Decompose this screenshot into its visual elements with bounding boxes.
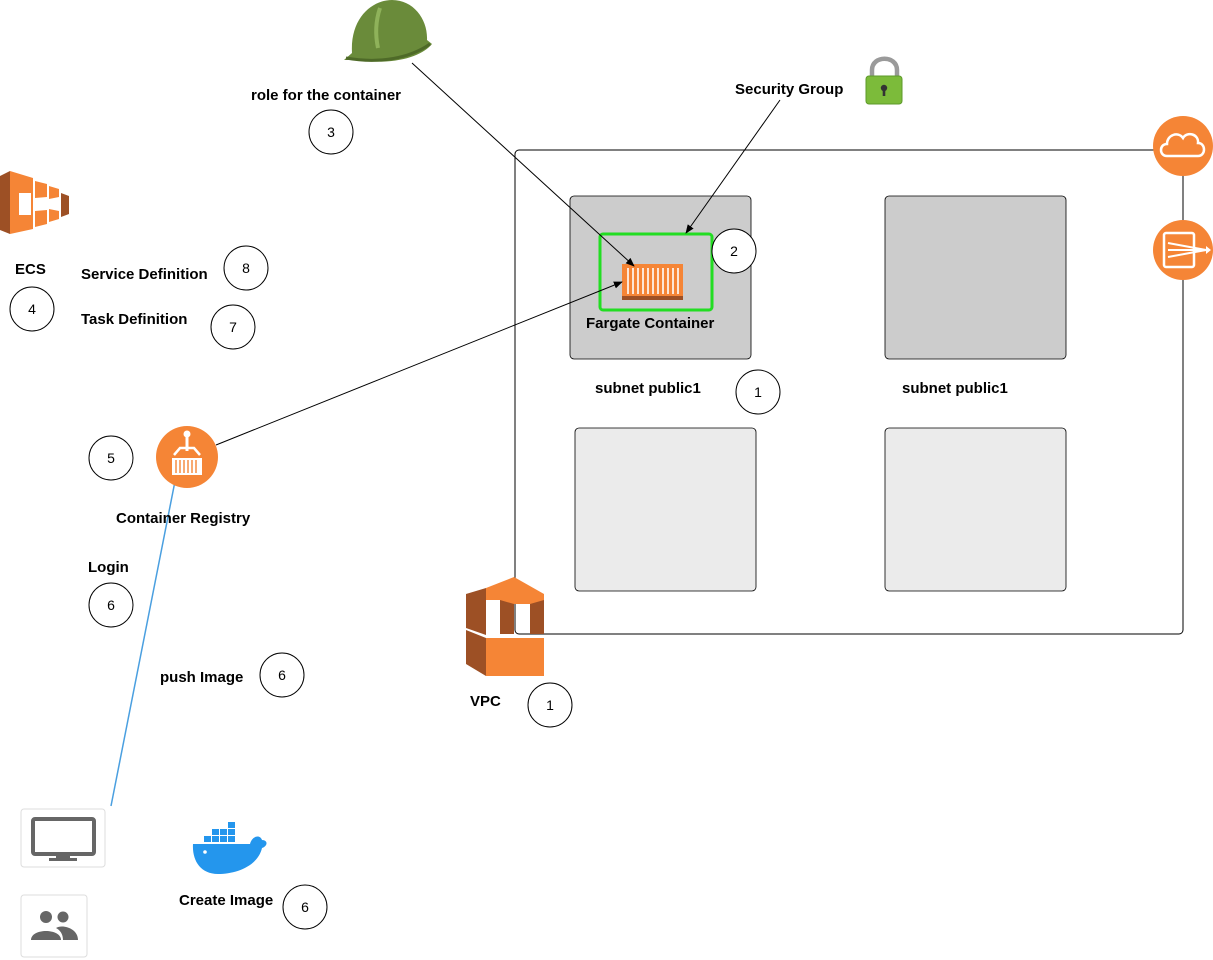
subnet-label-left: subnet public1 (595, 380, 701, 397)
container-registry-icon (156, 426, 218, 488)
security-group-arrow (685, 99, 781, 234)
subnet-box-bottom-right (884, 427, 1067, 592)
step-circle-push-image (259, 652, 305, 698)
step-number-role: 3 (327, 124, 335, 140)
step-number-vpc: 1 (546, 697, 554, 713)
step-circle-task-definition (210, 304, 256, 350)
task-definition-label: Task Definition (81, 311, 187, 328)
step-circle-security-group (711, 228, 757, 274)
security-group-box (598, 232, 714, 312)
vpc-icon (466, 577, 544, 676)
role-arrow (411, 62, 635, 267)
step-circle-subnet (735, 369, 781, 415)
lock-icon (865, 56, 903, 105)
vpc-boundary (514, 149, 1184, 635)
fargate-container-label: Fargate Container (586, 315, 715, 332)
registry-to-container-arrow (215, 281, 623, 446)
push-image-label: push Image (160, 669, 243, 686)
vpc-label: VPC (470, 693, 501, 710)
step-number-login: 6 (107, 597, 115, 613)
step-circle-ecs (9, 286, 55, 332)
subnet-label-right: subnet public1 (902, 380, 1008, 397)
ecs-icon (0, 171, 69, 234)
push-image-arrow (110, 464, 181, 807)
users-icon (20, 894, 88, 958)
step-circle-role (308, 109, 354, 155)
step-circle-vpc (527, 682, 573, 728)
hardhat-icon (344, 0, 432, 62)
cloud-icon (1153, 116, 1213, 176)
create-image-label: Create Image (179, 892, 273, 909)
step-circle-registry (88, 435, 134, 481)
step-number-ecs: 4 (28, 301, 36, 317)
step-circle-create-image (282, 884, 328, 930)
step-number-task-definition: 7 (229, 319, 237, 335)
step-number-registry: 5 (107, 450, 115, 466)
docker-whale-icon (192, 822, 267, 874)
step-circle-service-definition (223, 245, 269, 291)
subnet-box-bottom-left (574, 427, 757, 592)
step-number-security-group: 2 (730, 243, 738, 259)
step-number-create-image: 6 (301, 899, 309, 915)
monitor-icon (20, 808, 106, 868)
step-circle-login (88, 582, 134, 628)
role-label: role for the container (251, 87, 401, 104)
subnet-box-top-right (884, 195, 1067, 360)
load-balancer-icon (1153, 220, 1213, 280)
security-group-label: Security Group (735, 81, 843, 98)
ecs-label: ECS (15, 261, 46, 278)
step-number-push-image: 6 (278, 667, 286, 683)
step-number-service-definition: 8 (242, 260, 250, 276)
login-label: Login (88, 559, 129, 576)
container-icon (622, 264, 683, 300)
step-number-subnet: 1 (754, 384, 762, 400)
container-registry-label: Container Registry (116, 510, 251, 527)
service-definition-label: Service Definition (81, 266, 208, 283)
